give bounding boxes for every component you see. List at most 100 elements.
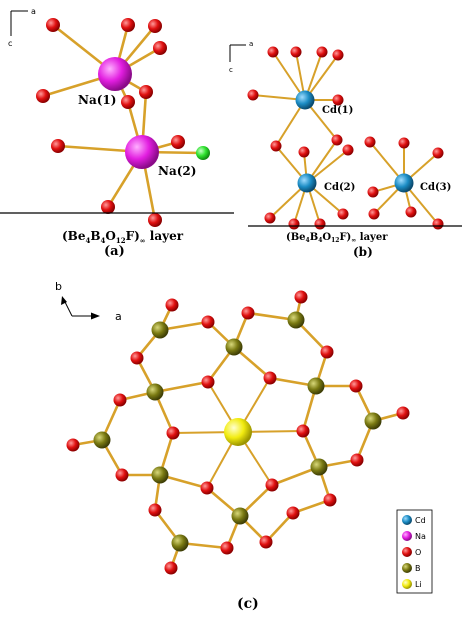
oxygen-atom: [331, 134, 343, 146]
layer-label-a: (Be4B4O12F)∞ layer: [62, 229, 184, 245]
oxygen-atom: [164, 561, 178, 575]
fluorine-atom: [196, 146, 210, 160]
oxygen-atom: [298, 146, 310, 158]
panel-b: a c: [229, 40, 462, 259]
caption-c: (c): [237, 596, 259, 612]
oxygen-atom: [265, 478, 279, 492]
oxygen-atom: [332, 49, 344, 61]
oxygen-atom: [201, 375, 215, 389]
caption-a: (a): [104, 244, 125, 259]
oxygen-atom: [51, 139, 65, 153]
legend-label-li: Li: [415, 580, 422, 589]
oxygen-atom: [171, 135, 185, 149]
oxygen-atom: [130, 351, 144, 365]
oxygen-atoms-c: [66, 290, 410, 575]
oxygen-atom: [398, 137, 410, 149]
oxygen-atom: [201, 315, 215, 329]
legend-item-cd: Cd: [402, 515, 426, 525]
oxygen-atom: [288, 218, 300, 230]
oxygen-atom: [296, 424, 310, 438]
oxygen-atom: [364, 136, 376, 148]
boron-atom: [310, 458, 328, 476]
lithium-atom: [224, 418, 252, 446]
oxygen-atom: [165, 298, 179, 312]
label-na1: Na(1): [78, 93, 116, 107]
legend-item-li: Li: [402, 579, 422, 589]
oxygen-atoms-b: [247, 46, 444, 230]
boron-atom: [231, 507, 249, 525]
oxygen-atom: [36, 89, 50, 103]
oxygen-atom: [148, 213, 162, 227]
axis-label-a: a: [115, 310, 122, 323]
oxygen-atom: [139, 85, 153, 99]
oxygen-atom: [46, 18, 60, 32]
label-cd1: Cd(1): [322, 105, 353, 116]
oxygen-atom: [148, 19, 162, 33]
oxygen-atom: [320, 345, 334, 359]
panel-c: b a: [55, 280, 410, 612]
cadmium-legend-swatch: [402, 515, 412, 525]
oxygen-atom: [286, 506, 300, 520]
oxygen-atom: [290, 46, 302, 58]
layer-label-b: (Be4B4O12F)∞ layer: [286, 232, 388, 244]
oxygen-atom: [368, 208, 380, 220]
label-cd2: Cd(2): [324, 182, 355, 193]
legend-label-b: B: [415, 564, 421, 573]
oxygen-atom: [66, 438, 80, 452]
oxygen-atom: [263, 371, 277, 385]
axis-label-c: c: [8, 39, 12, 48]
oxygen-atom: [264, 212, 276, 224]
oxygen-atom: [337, 208, 349, 220]
axis-label-b: b: [55, 280, 62, 293]
oxygen-atom: [113, 393, 127, 407]
legend-label-cd: Cd: [415, 516, 426, 525]
oxygen-atom: [153, 41, 167, 55]
oxygen-atom: [121, 95, 135, 109]
axis-indicator-c: b a: [55, 280, 122, 323]
oxygen-atom: [270, 140, 282, 152]
oxygen-atom: [349, 379, 363, 393]
cadmium-atom-cd2: [297, 173, 317, 193]
oxygen-atom: [220, 541, 234, 555]
oxygen-atom: [314, 218, 326, 230]
legend: Cd Na O B Li: [396, 509, 433, 594]
oxygen-atom: [166, 426, 180, 440]
oxygen-atom: [405, 206, 417, 218]
cadmium-atom-cd3: [394, 173, 414, 193]
boron-atom: [151, 321, 169, 339]
boron-atom: [225, 338, 243, 356]
oxygen-atom: [432, 147, 444, 159]
oxygen-atoms-a: [36, 18, 185, 227]
axis-indicator-a: a c: [8, 7, 36, 48]
sodium-atom-na2: [125, 135, 159, 169]
cadmium-atom-cd1: [295, 90, 315, 110]
oxygen-atom: [396, 406, 410, 420]
oxygen-legend-swatch: [402, 547, 412, 557]
legend-item-o: O: [402, 547, 421, 557]
boron-legend-swatch: [402, 563, 412, 573]
oxygen-atom: [350, 453, 364, 467]
boron-atom: [307, 377, 325, 395]
oxygen-atom: [247, 89, 259, 101]
oxygen-atom: [323, 493, 337, 507]
boron-atoms-c: [93, 311, 382, 552]
legend-item-b: B: [402, 563, 421, 573]
label-cd3: Cd(3): [420, 182, 451, 193]
oxygen-atom: [115, 468, 129, 482]
oxygen-atom: [316, 46, 328, 58]
boron-atom: [364, 412, 382, 430]
sodium-legend-swatch: [402, 531, 412, 541]
boron-atom: [146, 383, 164, 401]
boron-atom: [93, 431, 111, 449]
oxygen-atom: [148, 503, 162, 517]
axis-label-a: a: [249, 40, 253, 48]
axis-label-a: a: [31, 7, 36, 16]
legend-label-o: O: [415, 548, 421, 557]
oxygen-atom: [332, 94, 344, 106]
panel-a: a c: [0, 7, 234, 259]
sodium-atom-na1: [98, 57, 132, 91]
boron-atom: [287, 311, 305, 329]
lithium-legend-swatch: [402, 579, 412, 589]
oxygen-atom: [432, 218, 444, 230]
